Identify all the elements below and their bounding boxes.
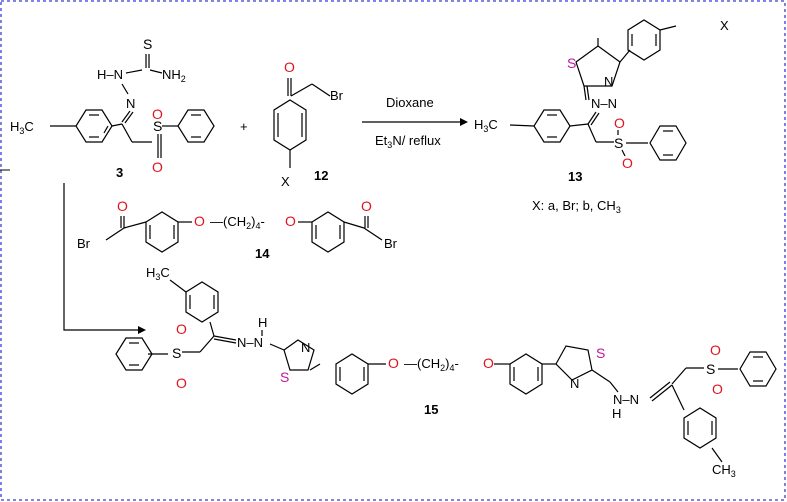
atom-ketone-o-12: O	[284, 59, 295, 75]
reaction-arrow-2	[63, 183, 138, 331]
linker-15: —(CH2)4-	[404, 356, 459, 373]
solvent-label: Dioxane	[386, 95, 434, 110]
methyl-15b: CH3	[712, 462, 736, 479]
atom-sulfonyl-s-15a: S	[172, 345, 181, 361]
azine-15a: N–N	[237, 335, 263, 350]
atom-sulfonyl-o2-13: O	[622, 155, 633, 171]
azine-15b: N–N	[613, 392, 639, 407]
methyl-13: H3C	[474, 117, 498, 134]
atom-br-12: Br	[330, 88, 344, 103]
atom-sulfonyl-s-3: S	[153, 118, 162, 134]
atom-sulfonyl-o1-15b: O	[710, 342, 721, 358]
compound-13: S N X N–N H3C S O O 13 X: a,	[474, 18, 729, 215]
azine-13: N–N	[591, 96, 617, 111]
substituent-legend: X: a, Br; b, CH3	[532, 198, 621, 215]
plus-sign: +	[240, 119, 248, 134]
compound-14: O Br O —(CH2)4- O O Br 14	[77, 198, 398, 261]
atom-br1-14: Br	[77, 236, 91, 251]
atom-ketone-o1-14: O	[117, 198, 128, 214]
atom-sulfonyl-o1-3: O	[152, 106, 163, 122]
atom-ring-s-15b: S	[596, 345, 605, 361]
compound-12: O Br X 12	[273, 59, 344, 189]
atom-ring-s-15a: S	[280, 369, 289, 385]
methyl-15a: H3C	[146, 265, 170, 282]
atom-ketone-o2-14: O	[361, 198, 372, 214]
compound-number-12: 12	[314, 168, 328, 183]
atom-ether-o2-15: O	[483, 355, 494, 371]
atom-br2-14: Br	[384, 236, 398, 251]
atom-sulfonyl-o2-15a: O	[176, 375, 187, 391]
methyl-3: H3C	[10, 119, 34, 136]
atom-sulfonyl-o2-3: O	[152, 159, 163, 175]
compound-3: S H–N NH2 N H3C S O O 3	[10, 36, 215, 180]
atom-ether-o2-14: O	[285, 213, 296, 229]
atom-hn-3: H–N	[97, 67, 123, 82]
atom-sulfonyl-o1-15a: O	[176, 321, 187, 337]
atom-ring-n-15a: N	[301, 340, 310, 355]
atom-ring-s-13: S	[567, 55, 576, 71]
compound-number-14: 14	[255, 246, 270, 261]
compound-15: H3C N–N H S N O —(CH2)4- O S N N–N	[115, 265, 777, 479]
atom-h-15b: H	[612, 406, 621, 421]
atom-imine-n-3: N	[126, 96, 135, 111]
arrowhead-1	[460, 118, 468, 126]
conditions-label: Et3N/ reflux	[375, 133, 441, 150]
atom-x-13: X	[720, 18, 729, 33]
compound-number-13: 13	[568, 169, 582, 184]
atom-ether-o1-15: O	[388, 355, 399, 371]
atom-sulfonyl-o1-13: O	[614, 115, 625, 131]
atom-sulfonyl-s-15b: S	[706, 361, 715, 377]
atom-sulfonyl-s-13: S	[614, 135, 623, 151]
compound-number-15: 15	[424, 402, 438, 417]
atom-ether-o1-14: O	[194, 213, 205, 229]
atom-h-15a: H	[258, 315, 267, 330]
linker-14: —(CH2)4-	[210, 214, 265, 231]
atom-x-12: X	[281, 174, 290, 189]
atom-sulfonyl-o2-15b: O	[712, 381, 723, 397]
atom-ring-n-15b: N	[570, 376, 579, 391]
atom-ring-n-13: N	[604, 74, 613, 89]
atom-nh2-3: NH2	[162, 67, 186, 84]
compound-number-3: 3	[116, 165, 123, 180]
arrowhead-2	[138, 326, 146, 334]
atom-thione-s: S	[143, 36, 152, 52]
